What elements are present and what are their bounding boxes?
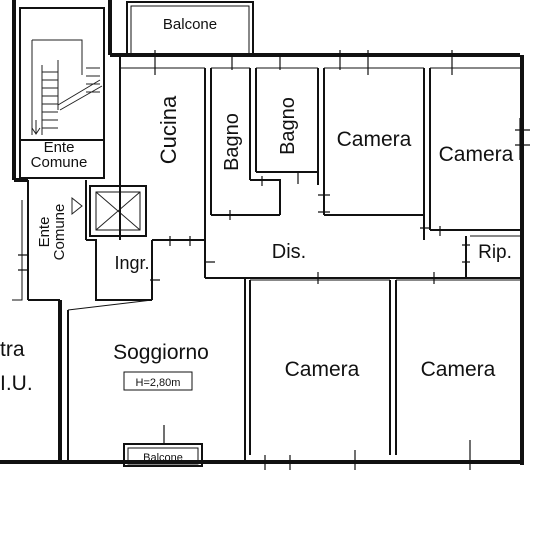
label-camera-2: Camera bbox=[439, 143, 514, 166]
ente-comune-corridor bbox=[12, 180, 152, 301]
label-ente-comune-2a: Ente bbox=[36, 217, 53, 248]
label-bagno-1: Bagno bbox=[221, 113, 243, 171]
openings bbox=[150, 50, 530, 470]
label-disimpegno: Dis. bbox=[272, 241, 306, 263]
ceiling-height-box bbox=[123, 371, 193, 391]
label-ente-comune-1b: Comune bbox=[31, 154, 88, 171]
balcone-bottom-outline bbox=[123, 443, 203, 467]
label-balcone-bottom: Balcone bbox=[143, 452, 183, 464]
label-altra-ui-1: tra bbox=[0, 338, 25, 361]
label-camera-4: Camera bbox=[421, 358, 496, 381]
label-ente-comune-2b: Comune bbox=[51, 204, 68, 261]
stairwell bbox=[19, 7, 105, 179]
exterior-walls bbox=[0, 0, 524, 465]
label-balcone-top: Balcone bbox=[163, 16, 217, 33]
interior-walls bbox=[67, 55, 520, 462]
label-ingresso: Ingr. bbox=[114, 253, 149, 273]
label-altra-ui-2: I.U. bbox=[0, 372, 33, 395]
label-camera-3: Camera bbox=[285, 358, 360, 381]
label-ceiling-height: H=2,80m bbox=[136, 377, 181, 389]
balcone-top-outline bbox=[126, 1, 254, 55]
elevator bbox=[89, 185, 147, 237]
label-cucina: Cucina bbox=[156, 95, 181, 164]
label-ente-comune-1a: Ente bbox=[44, 139, 75, 156]
label-soggiorno: Soggiorno bbox=[113, 341, 209, 364]
label-bagno-2: Bagno bbox=[277, 97, 299, 155]
label-ripostiglio: Rip. bbox=[478, 242, 512, 263]
label-camera-1: Camera bbox=[337, 128, 412, 151]
